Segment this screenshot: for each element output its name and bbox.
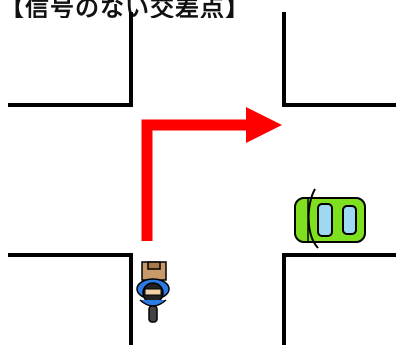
- car-icon: [295, 189, 365, 248]
- road-corner-bottom-right: [284, 255, 396, 345]
- road-lines: [8, 12, 396, 345]
- motorcycle-rider-icon: [137, 262, 169, 322]
- right-turn-arrow-icon: [147, 107, 282, 241]
- road-corner-top-left: [8, 12, 131, 105]
- road-corner-top-right: [284, 12, 396, 105]
- road-corner-bottom-left: [8, 255, 131, 345]
